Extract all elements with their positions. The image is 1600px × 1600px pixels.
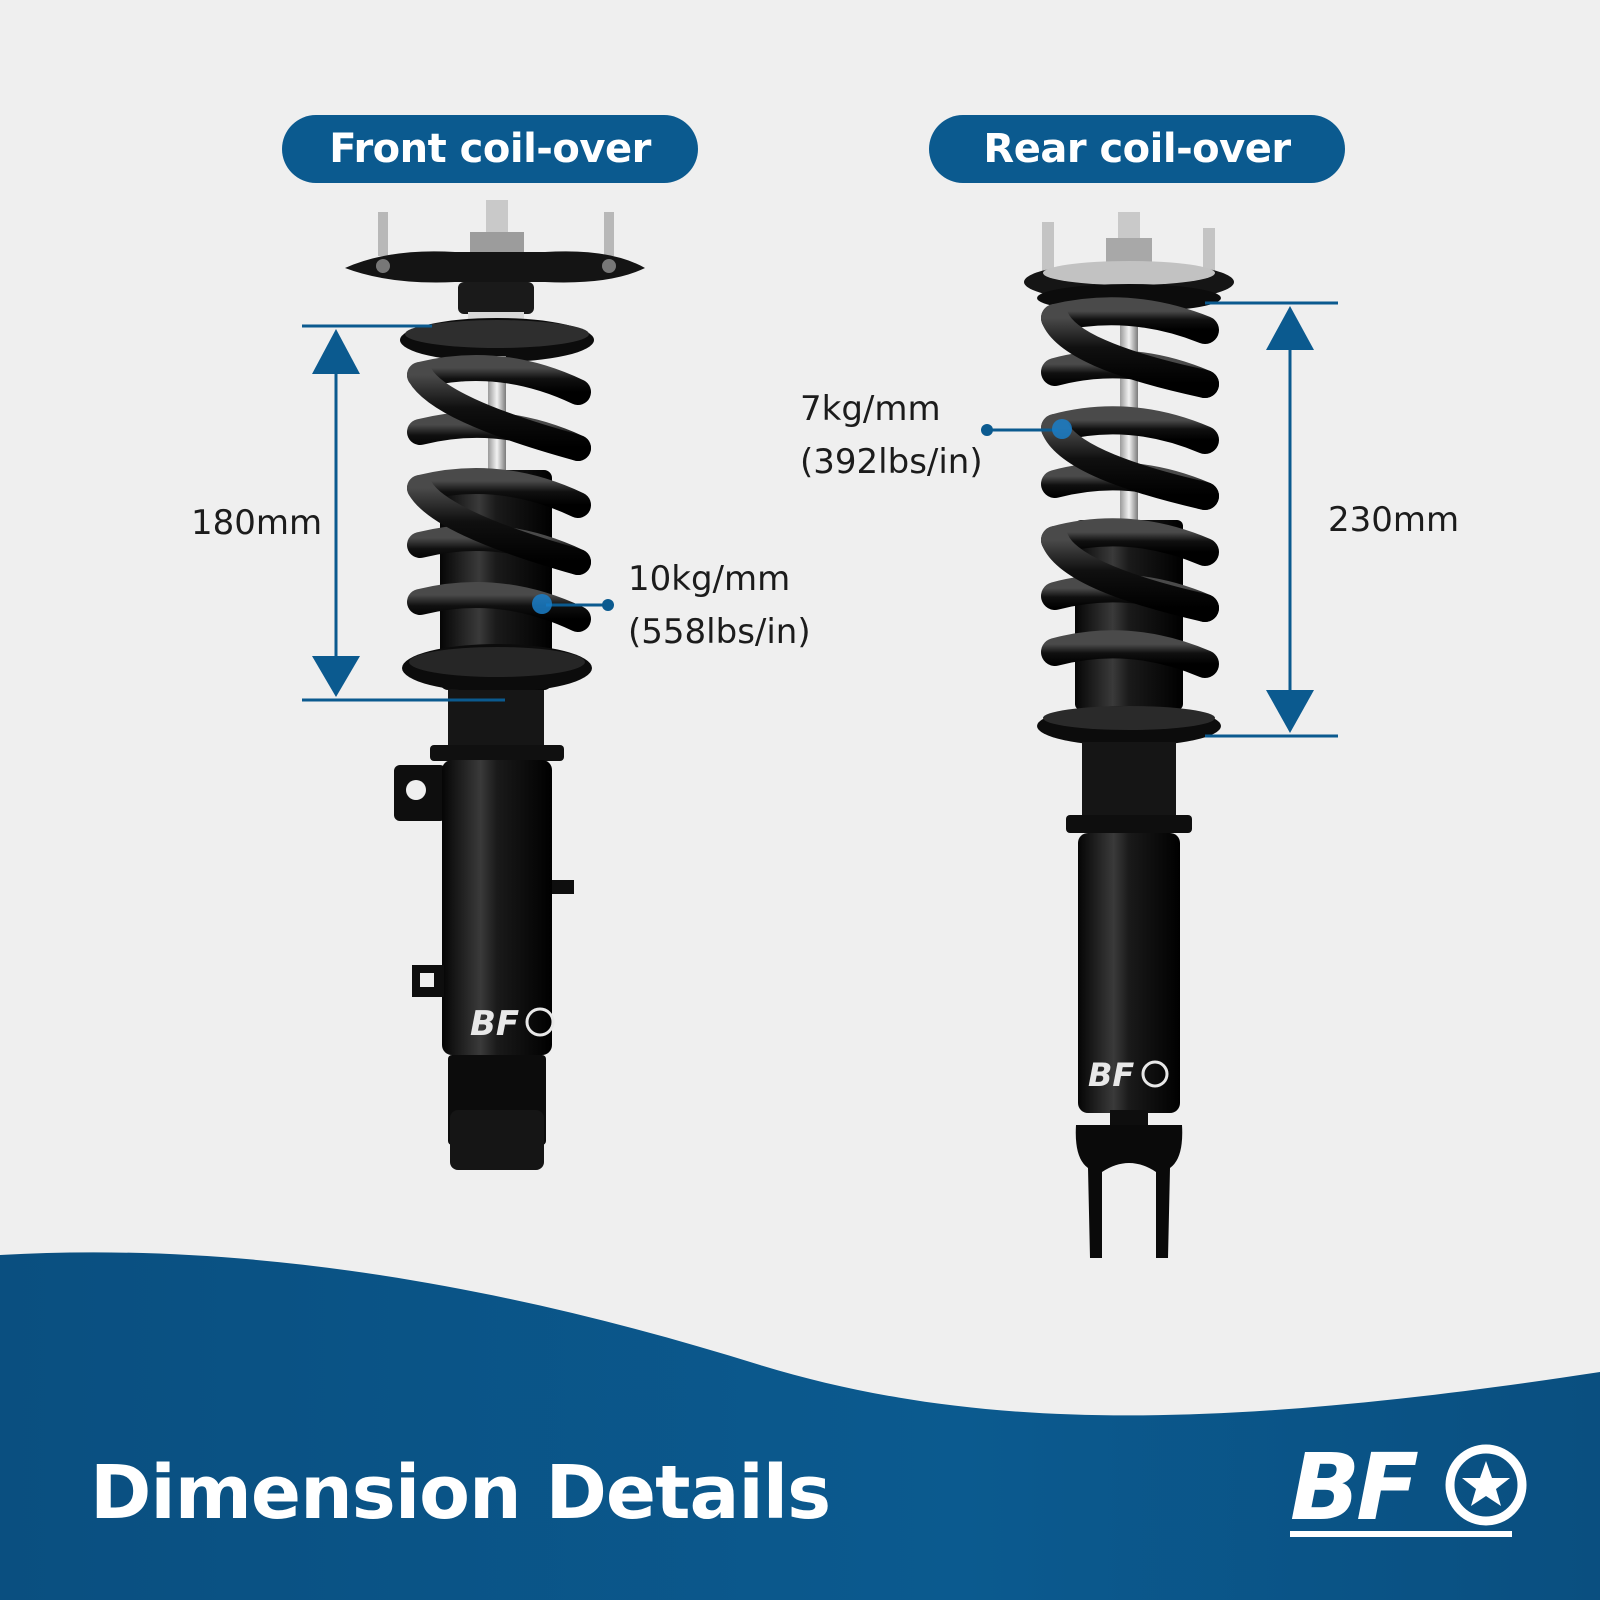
rear-rate-kg: 7kg/mm bbox=[800, 389, 941, 429]
rear-coilover-heading: Rear coil-over bbox=[929, 115, 1345, 183]
rear-height-dimension bbox=[1205, 301, 1338, 738]
front-strut-logo: BF bbox=[470, 1004, 519, 1044]
rear-rate-lbs: (392lbs/in) bbox=[800, 441, 983, 482]
brand-underline bbox=[1290, 1531, 1512, 1537]
front-rate-callout bbox=[532, 594, 614, 614]
front-spring-rate: 10kg/mm (558lbs/in) bbox=[628, 553, 811, 658]
rear-height-label: 230mm bbox=[1328, 500, 1460, 540]
rear-strut-logo: BF bbox=[1088, 1056, 1134, 1094]
footer-title: Dimension Details bbox=[90, 1450, 831, 1536]
front-coilover bbox=[345, 200, 645, 1170]
brand-star-icon bbox=[1445, 1444, 1527, 1526]
front-rate-kg: 10kg/mm bbox=[628, 559, 791, 599]
rear-strut-logo-star-icon bbox=[1141, 1060, 1169, 1088]
brand-logo-text: BF bbox=[1290, 1435, 1418, 1541]
front-rate-lbs: (558lbs/in) bbox=[628, 611, 811, 652]
rear-rate-callout bbox=[981, 419, 1072, 439]
rear-spring-rate: 7kg/mm (392lbs/in) bbox=[800, 383, 983, 488]
front-coilover-heading: Front coil-over bbox=[282, 115, 698, 183]
rear-coilover bbox=[1024, 212, 1234, 1258]
front-height-dimension bbox=[302, 324, 505, 702]
brand-logo: BF bbox=[1290, 1435, 1527, 1541]
front-strut-logo-star-icon bbox=[525, 1007, 555, 1037]
front-height-label: 180mm bbox=[191, 503, 323, 543]
